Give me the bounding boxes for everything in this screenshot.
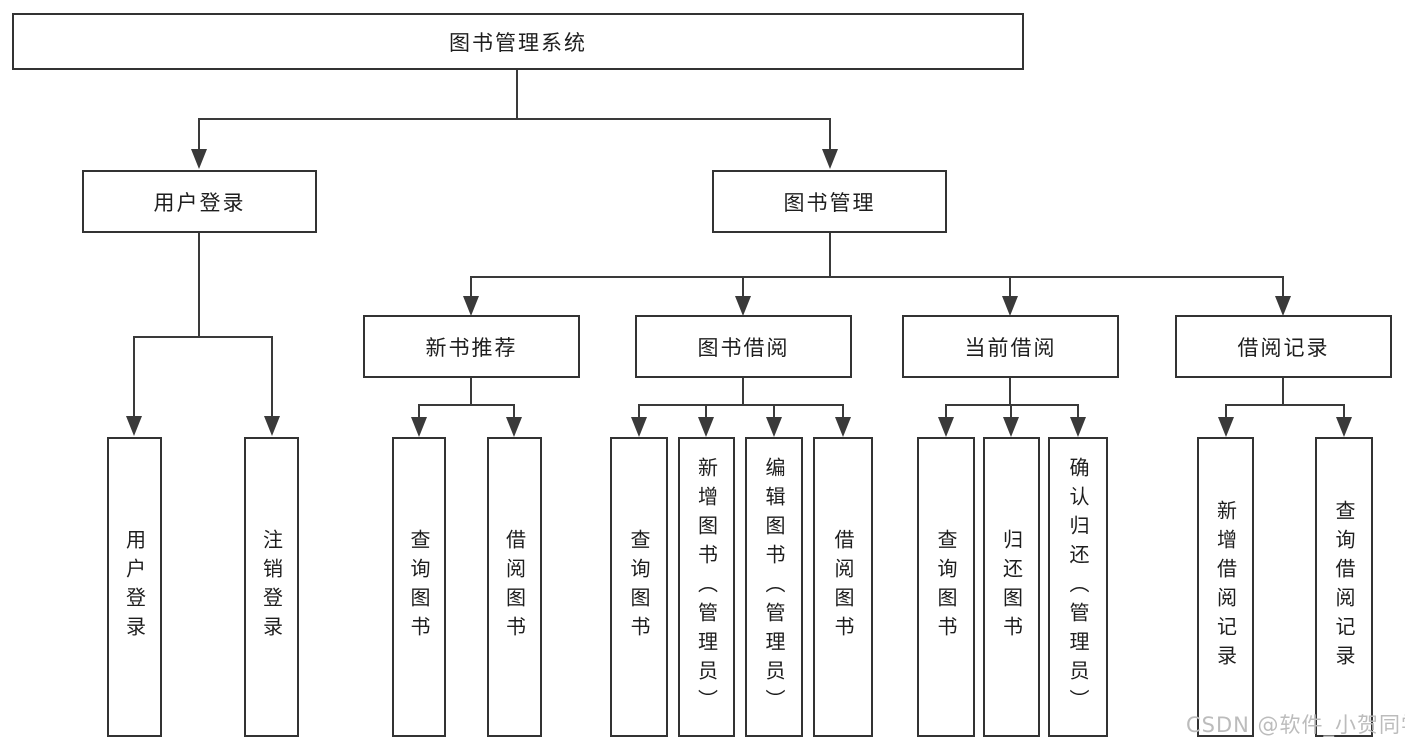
arrowhead-down-icon: [822, 149, 838, 169]
connector-line: [198, 118, 831, 120]
arrowhead-down-icon: [938, 417, 954, 437]
leaf-bb-borrow-books: 借阅图书: [813, 437, 873, 737]
connector-line: [470, 378, 472, 406]
connector-line: [133, 336, 273, 338]
arrowhead-down-icon: [264, 416, 280, 436]
node-borrow-records: 借阅记录: [1175, 315, 1392, 378]
leaf-br-add-record-label: 新增借阅记录: [1213, 500, 1238, 674]
connector-line: [1010, 404, 1012, 420]
leaf-bb-query-books: 查询图书: [610, 437, 668, 737]
connector-line: [418, 404, 420, 420]
arrowhead-down-icon: [1070, 417, 1086, 437]
connector-line: [513, 404, 515, 420]
connector-line: [1009, 276, 1011, 298]
leaf-cb-return-books-label: 归还图书: [999, 529, 1024, 645]
arrowhead-down-icon: [463, 296, 479, 316]
connector-line: [829, 118, 831, 152]
leaf-bb-add-books-admin: 新增图书（管理员）: [678, 437, 735, 737]
connector-line: [1077, 404, 1079, 420]
leaf-bb-add-books-admin-label: 新增图书（管理员）: [694, 456, 719, 718]
leaf-cb-confirm-return-admin: 确认归还（管理员）: [1048, 437, 1108, 737]
connector-line: [470, 276, 1284, 278]
arrowhead-down-icon: [835, 417, 851, 437]
leaf-nb-borrow-books: 借阅图书: [487, 437, 542, 737]
connector-line: [133, 336, 135, 418]
connector-line: [1282, 378, 1284, 406]
connector-line: [842, 404, 844, 420]
arrowhead-down-icon: [506, 417, 522, 437]
connector-line: [516, 70, 518, 120]
arrowhead-down-icon: [1275, 296, 1291, 316]
connector-line: [271, 336, 273, 418]
connector-line: [1282, 276, 1284, 298]
leaf-user-login: 用户登录: [107, 437, 162, 737]
arrowhead-down-icon: [766, 417, 782, 437]
leaf-br-query-record-label: 查询借阅记录: [1332, 500, 1356, 674]
node-book-borrowing-label: 图书借阅: [697, 335, 790, 360]
arrowhead-down-icon: [126, 416, 142, 436]
node-user-login-label: 用户登录: [153, 190, 246, 215]
arrowhead-down-icon: [1002, 296, 1018, 316]
node-borrow-records-label: 借阅记录: [1237, 335, 1330, 360]
connector-line: [1225, 404, 1227, 420]
arrowhead-down-icon: [698, 417, 714, 437]
arrowhead-down-icon: [1218, 417, 1234, 437]
node-book-management: 图书管理: [712, 170, 947, 233]
connector-line: [773, 404, 775, 420]
csdn-watermark: CSDN @软件_小贺同学: [1186, 713, 1405, 737]
leaf-user-login-label: 用户登录: [122, 529, 147, 645]
arrowhead-down-icon: [1003, 417, 1019, 437]
connector-line: [198, 118, 200, 152]
leaf-cb-return-books: 归还图书: [983, 437, 1040, 737]
leaf-br-query-record: 查询借阅记录: [1315, 437, 1373, 737]
connector-line: [470, 276, 472, 298]
connector-line: [1009, 378, 1011, 406]
node-book-management-label: 图书管理: [783, 190, 876, 215]
leaf-cb-query-books: 查询图书: [917, 437, 975, 737]
node-user-login: 用户登录: [82, 170, 317, 233]
leaf-bb-edit-books-admin-label: 编辑图书（管理员）: [762, 456, 786, 718]
leaf-nb-borrow-books-label: 借阅图书: [502, 529, 527, 645]
node-book-borrowing: 图书借阅: [635, 315, 852, 378]
arrowhead-down-icon: [411, 417, 427, 437]
node-current-borrowing: 当前借阅: [902, 315, 1119, 378]
leaf-cb-confirm-return-admin-label: 确认归还（管理员）: [1066, 456, 1090, 718]
node-root-label: 图书管理系统: [449, 30, 587, 55]
node-new-book-recommend-label: 新书推荐: [425, 335, 518, 360]
leaf-bb-query-books-label: 查询图书: [627, 529, 651, 645]
leaf-cb-query-books-label: 查询图书: [934, 529, 958, 645]
node-new-book-recommend: 新书推荐: [363, 315, 580, 378]
connector-line: [742, 276, 744, 298]
connector-line: [829, 233, 831, 278]
leaf-bb-borrow-books-label: 借阅图书: [831, 529, 855, 645]
leaf-logout: 注销登录: [244, 437, 299, 737]
leaf-br-add-record: 新增借阅记录: [1197, 437, 1254, 737]
leaf-bb-edit-books-admin: 编辑图书（管理员）: [745, 437, 803, 737]
connector-line: [638, 404, 844, 406]
arrowhead-down-icon: [191, 149, 207, 169]
node-current-borrowing-label: 当前借阅: [964, 335, 1057, 360]
connector-line: [945, 404, 947, 420]
connector-line: [1343, 404, 1345, 420]
arrowhead-down-icon: [1336, 417, 1352, 437]
connector-line: [742, 378, 744, 406]
connector-line: [1225, 404, 1345, 406]
leaf-logout-label: 注销登录: [259, 529, 284, 645]
connector-line: [638, 404, 640, 420]
leaf-nb-query-books: 查询图书: [392, 437, 446, 737]
connector-line: [705, 404, 707, 420]
connector-line: [418, 404, 515, 406]
arrowhead-down-icon: [735, 296, 751, 316]
leaf-nb-query-books-label: 查询图书: [407, 529, 431, 645]
connector-line: [198, 233, 200, 338]
arrowhead-down-icon: [631, 417, 647, 437]
node-root: 图书管理系统: [12, 13, 1024, 70]
